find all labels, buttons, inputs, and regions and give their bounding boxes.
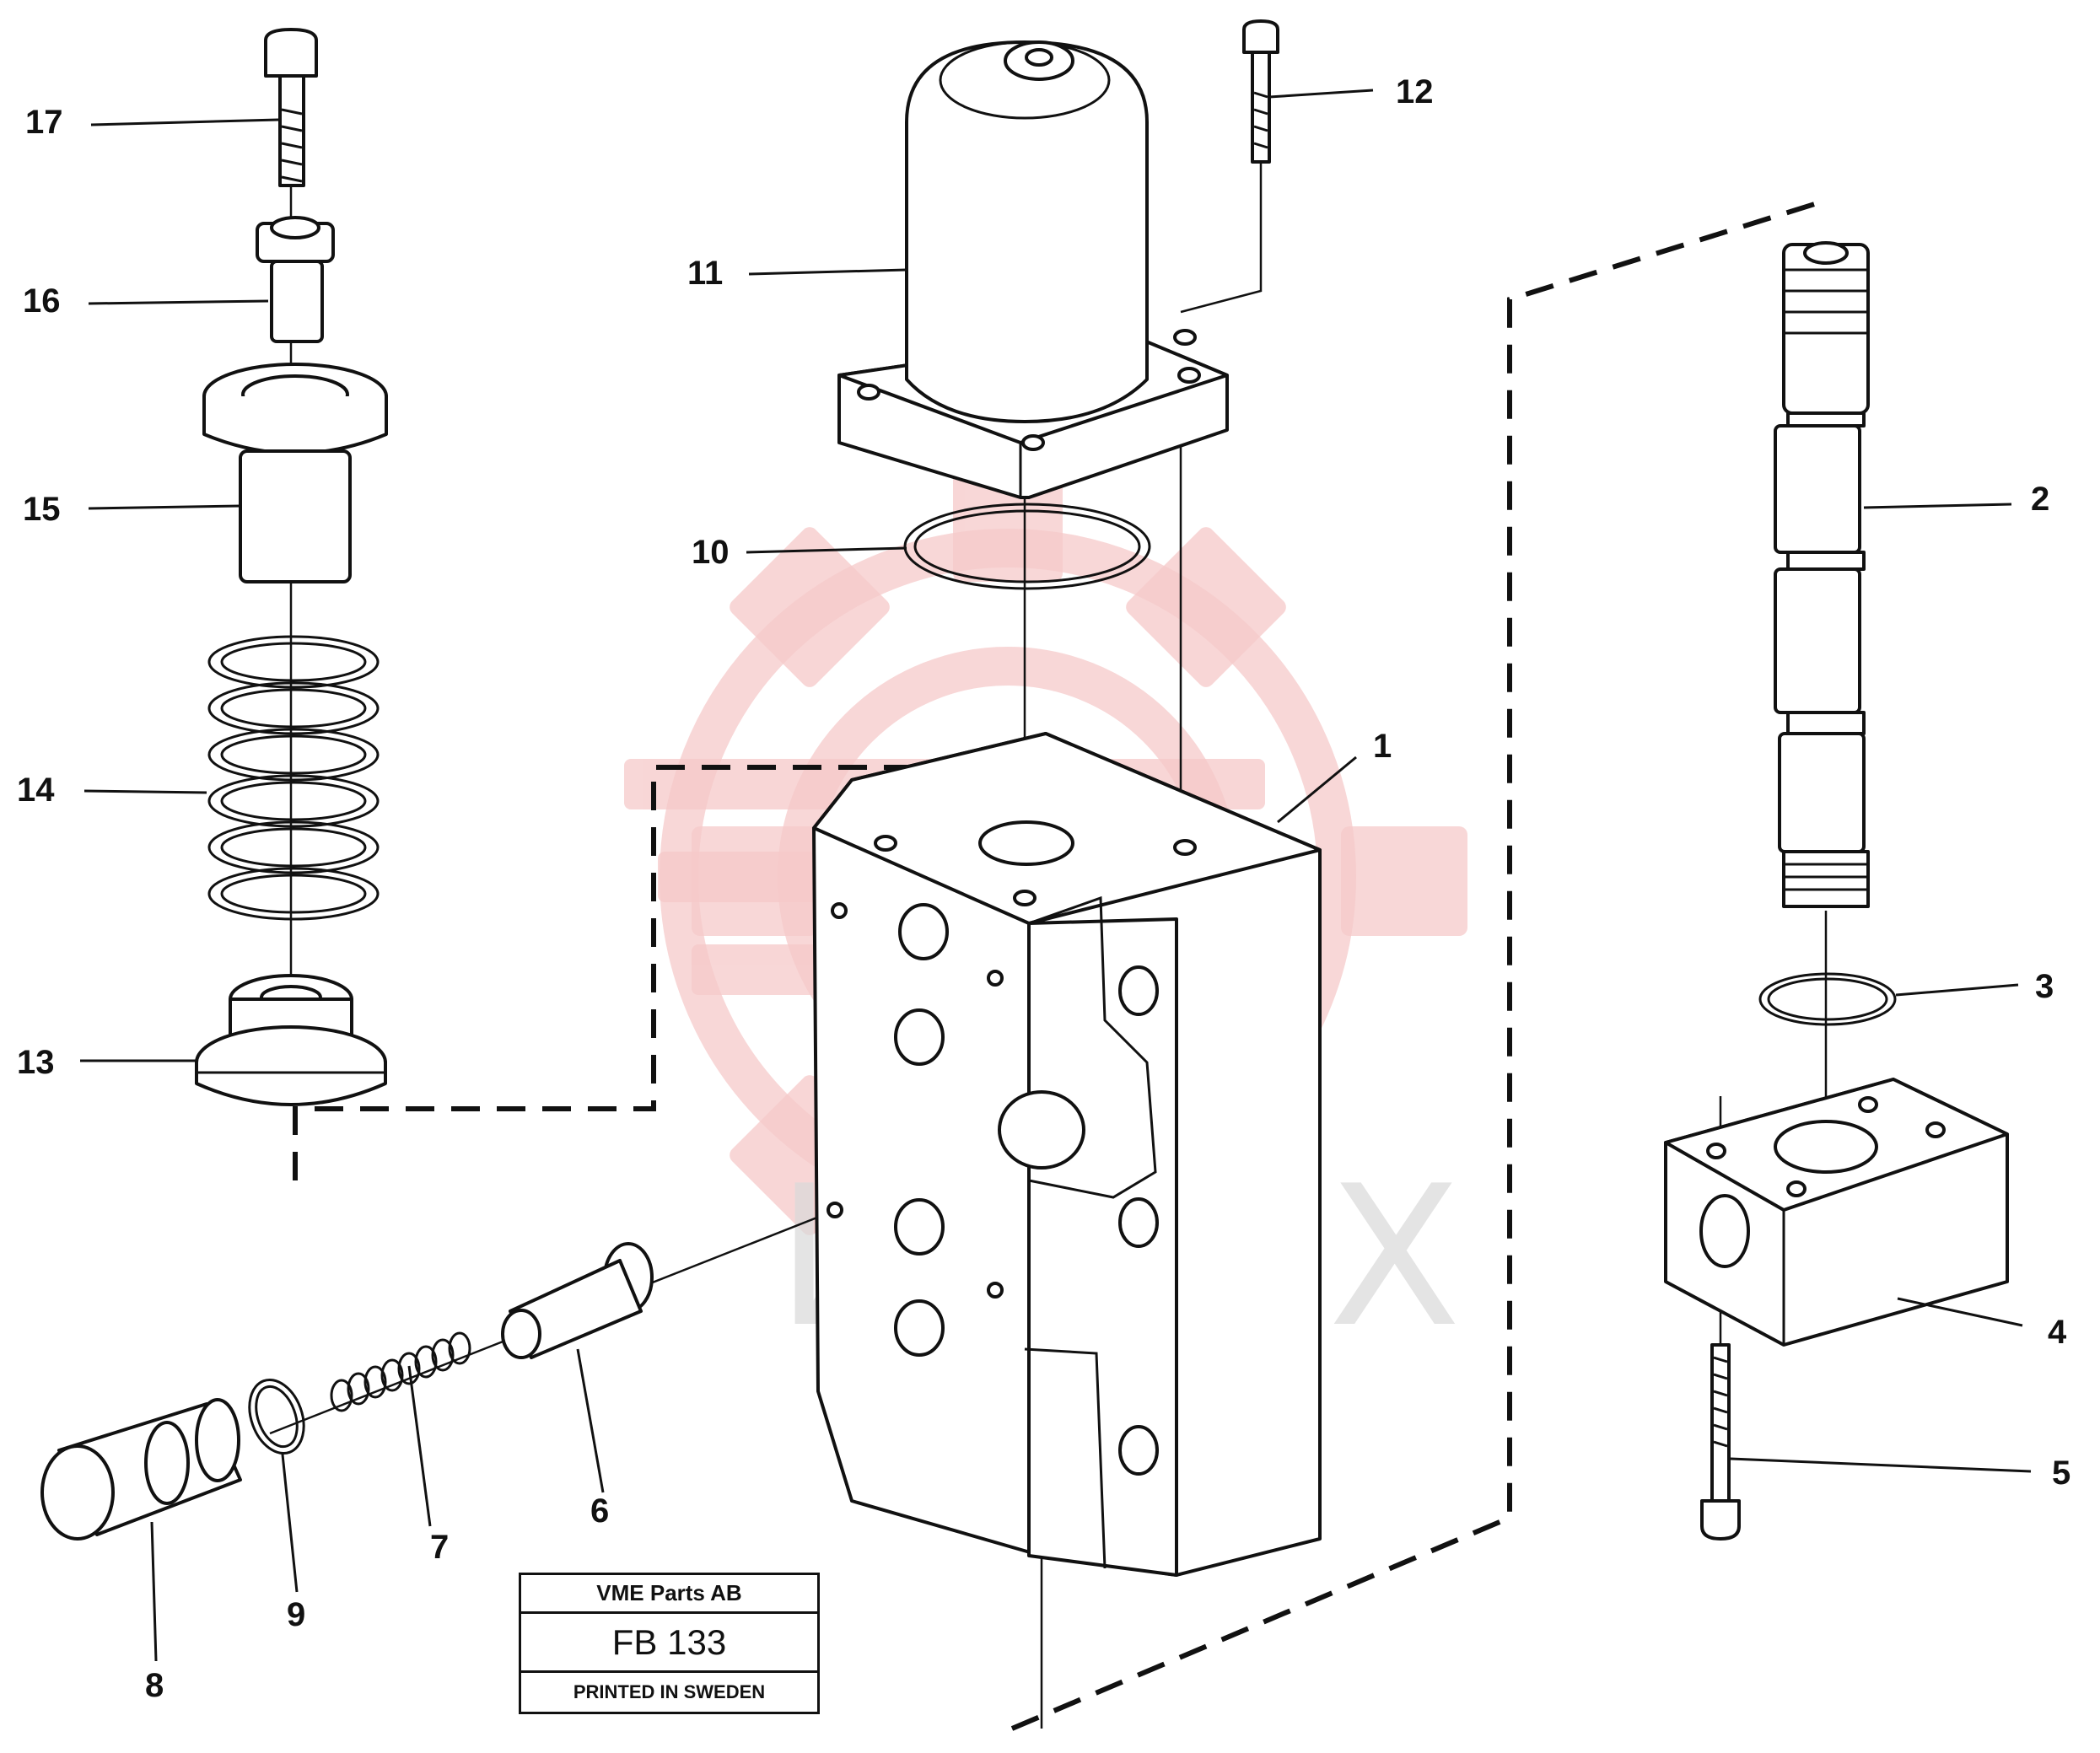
callout-16: 16 bbox=[23, 282, 61, 320]
callout-6: 6 bbox=[590, 1492, 609, 1530]
callout-10: 10 bbox=[692, 534, 730, 571]
callout-leaders bbox=[80, 89, 2032, 1662]
callout-15: 15 bbox=[23, 491, 61, 528]
end-block-part-4 bbox=[1664, 1078, 2009, 1347]
callout-4: 4 bbox=[2048, 1314, 2067, 1351]
callout-13: 13 bbox=[17, 1044, 55, 1081]
piston-part-6 bbox=[501, 1242, 654, 1359]
spring-part-7 bbox=[330, 1331, 471, 1412]
o-ring-part-9 bbox=[248, 1378, 305, 1455]
callout-1: 1 bbox=[1373, 728, 1392, 765]
spring-part-14 bbox=[207, 635, 380, 921]
title-block-code: FB 133 bbox=[521, 1614, 817, 1673]
plug-part-8 bbox=[40, 1398, 242, 1541]
valve-block-part-1 bbox=[812, 732, 1322, 1577]
cup-part-15 bbox=[202, 363, 388, 583]
callout-12: 12 bbox=[1396, 73, 1434, 110]
o-ring-part-10 bbox=[903, 503, 1151, 590]
callout-11: 11 bbox=[687, 255, 723, 292]
title-block-company: VME Parts AB bbox=[521, 1575, 817, 1614]
spring-seat-part-13 bbox=[195, 974, 387, 1106]
callout-17: 17 bbox=[25, 104, 63, 141]
callout-8: 8 bbox=[145, 1667, 164, 1704]
screw-part-17 bbox=[264, 28, 318, 187]
callout-9: 9 bbox=[287, 1596, 305, 1633]
callout-2: 2 bbox=[2031, 481, 2049, 518]
screw-part-5 bbox=[1700, 1343, 1741, 1541]
callout-3: 3 bbox=[2035, 968, 2054, 1005]
sleeve-part-16 bbox=[256, 216, 335, 343]
solenoid-cap-part-11 bbox=[837, 40, 1229, 499]
assembly-dashed-lines bbox=[293, 200, 1821, 1731]
callout-numbers: 17 16 15 14 13 11 12 10 1 2 3 4 5 6 7 9 … bbox=[17, 73, 2070, 1704]
o-ring-part-3 bbox=[1758, 972, 1897, 1026]
callout-14: 14 bbox=[17, 772, 55, 809]
title-block-printed: PRINTED IN SWEDEN bbox=[573, 1681, 766, 1702]
callout-7: 7 bbox=[430, 1529, 449, 1566]
title-block: VME Parts AB FB 133 PRINTED IN SWEDEN bbox=[519, 1573, 820, 1714]
screw-part-12 bbox=[1242, 19, 1279, 164]
spool-part-2 bbox=[1774, 241, 1870, 908]
callout-5: 5 bbox=[2052, 1455, 2070, 1492]
